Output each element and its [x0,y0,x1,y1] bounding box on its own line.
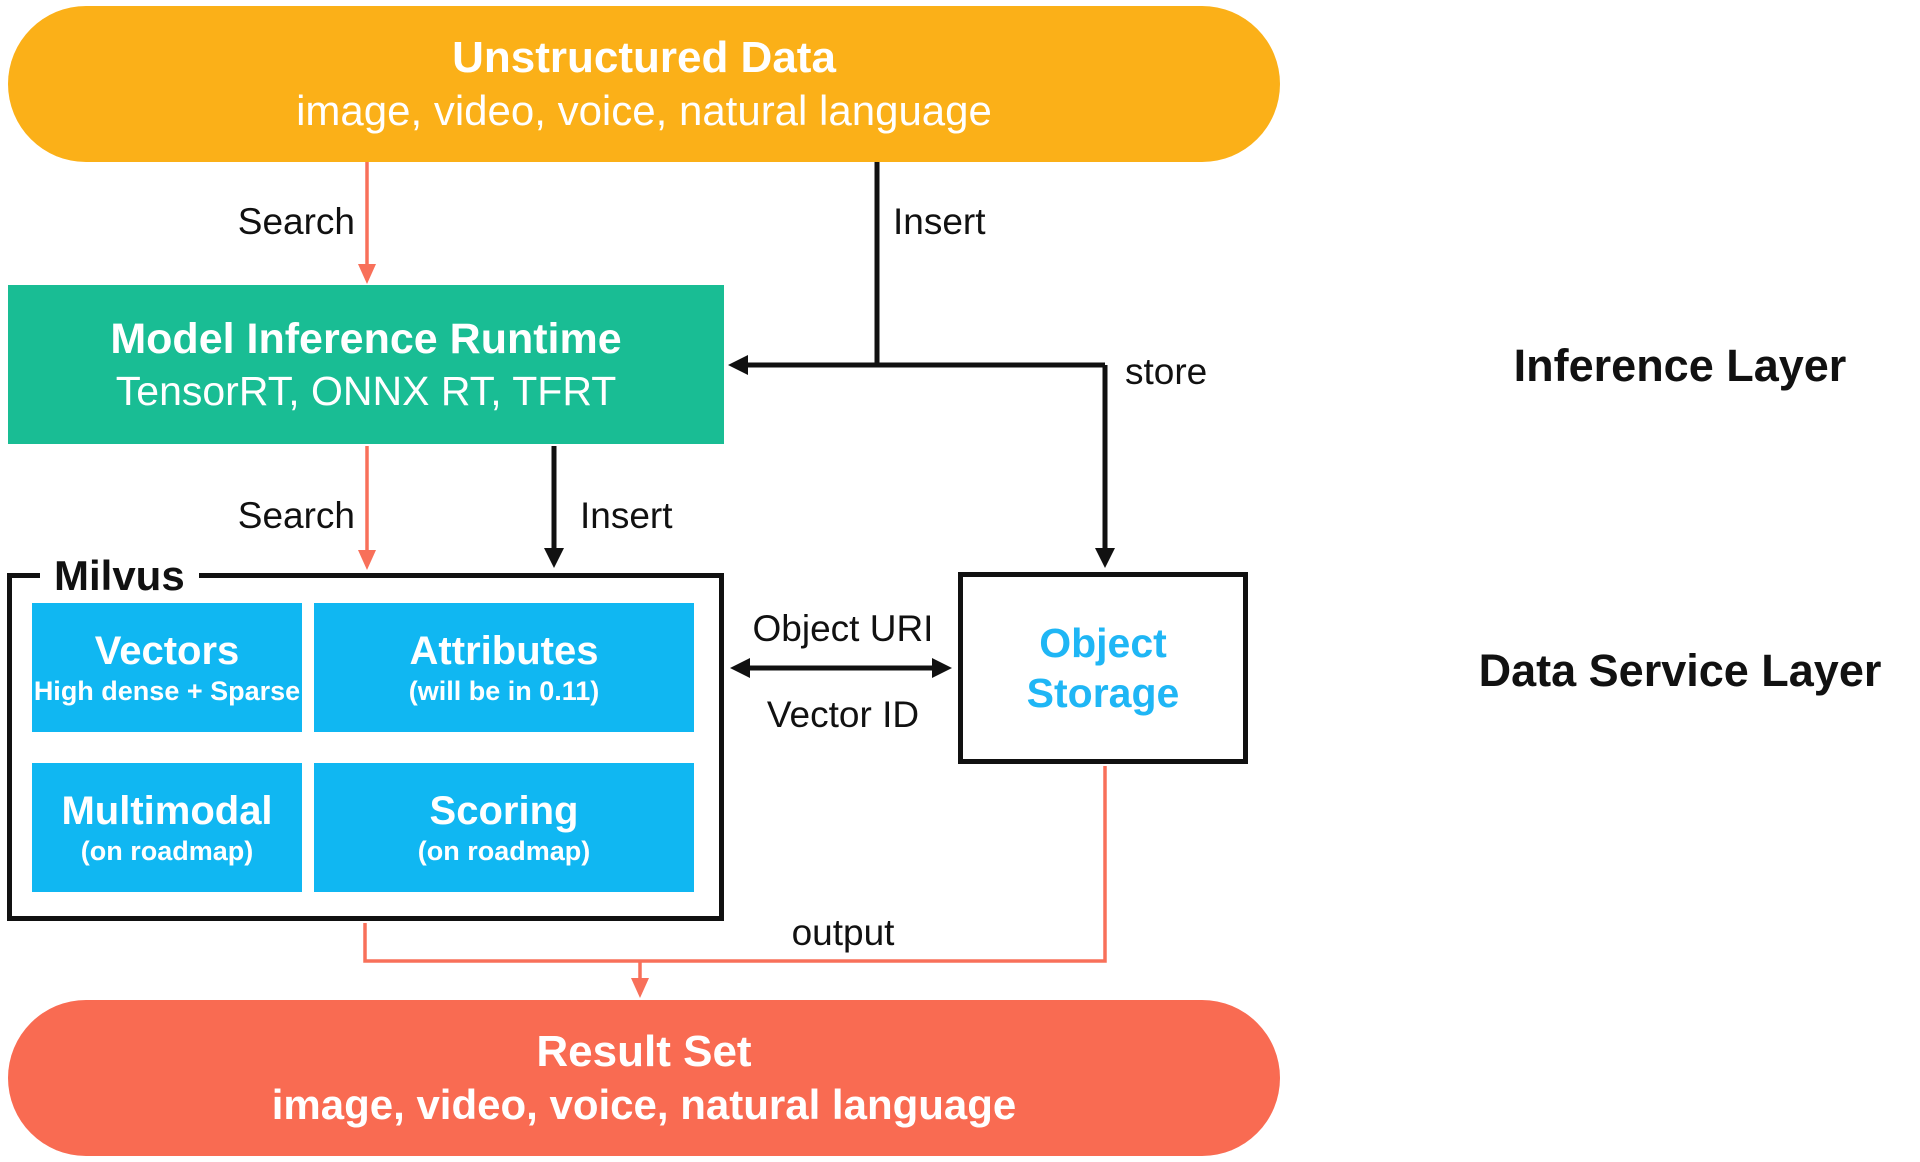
milvus-cell-scoring-title: Scoring [429,789,579,833]
milvus-cell-attributes-subtitle: (will be in 0.11) [408,676,600,706]
milvus-cell-scoring-subtitle: (on roadmap) [417,836,591,866]
edge-label-object-uri: Object URI [752,608,934,649]
unstructured-data-subtitle: image, video, voice, natural language [296,87,992,134]
edge-label-store: store [1125,351,1208,392]
edge-label-search-top: Search [237,201,355,242]
unstructured-data-node: Unstructured Data image, video, voice, n… [8,6,1280,162]
inference-layer-label: Inference Layer [1513,340,1847,391]
result-set-node: Result Set image, video, voice, natural … [8,1000,1280,1156]
milvus-cell-attributes: Attributes (will be in 0.11) [314,603,694,732]
arrow-output [363,766,1107,998]
object-storage-title: Object Storage [1026,620,1180,716]
result-set-title: Result Set [536,1027,752,1076]
milvus-cell-multimodal: Multimodal (on roadmap) [32,763,302,892]
result-set-subtitle: image, video, voice, natural language [271,1081,1017,1128]
milvus-cell-vectors: Vectors High dense + Sparse [32,603,302,732]
milvus-cell-vectors-title: Vectors [94,629,240,673]
milvus-cell-multimodal-subtitle: (on roadmap) [80,836,254,866]
edge-label-insert-mid: Insert [580,495,673,536]
model-inference-runtime-subtitle: TensorRT, ONNX RT, TFRT [115,367,617,414]
object-storage-node: Object Storage [958,572,1248,764]
model-inference-runtime-node: Model Inference Runtime TensorRT, ONNX R… [8,285,724,444]
edge-label-insert-top: Insert [893,201,986,242]
milvus-cell-attributes-title: Attributes [409,629,599,673]
edge-label-search-mid: Search [237,495,355,536]
edge-label-vector-id: Vector ID [766,694,920,735]
milvus-group: Milvus [7,548,724,921]
edge-label-output: output [791,912,895,953]
milvus-cell-vectors-subtitle: High dense + Sparse [33,676,301,706]
milvus-cell-scoring: Scoring (on roadmap) [314,763,694,892]
arrow-search-top [358,162,376,284]
data-service-layer-label: Data Service Layer [1478,645,1882,696]
milvus-group-title: Milvus [40,548,199,604]
milvus-cell-multimodal-title: Multimodal [61,789,273,833]
arrow-object-uri-vector-id [730,658,952,678]
arrow-insert-mid [544,446,564,568]
model-inference-runtime-title: Model Inference Runtime [110,314,622,363]
arrow-insert-top-and-store [728,162,1115,568]
arrow-search-mid [358,446,376,570]
unstructured-data-title: Unstructured Data [452,33,836,82]
